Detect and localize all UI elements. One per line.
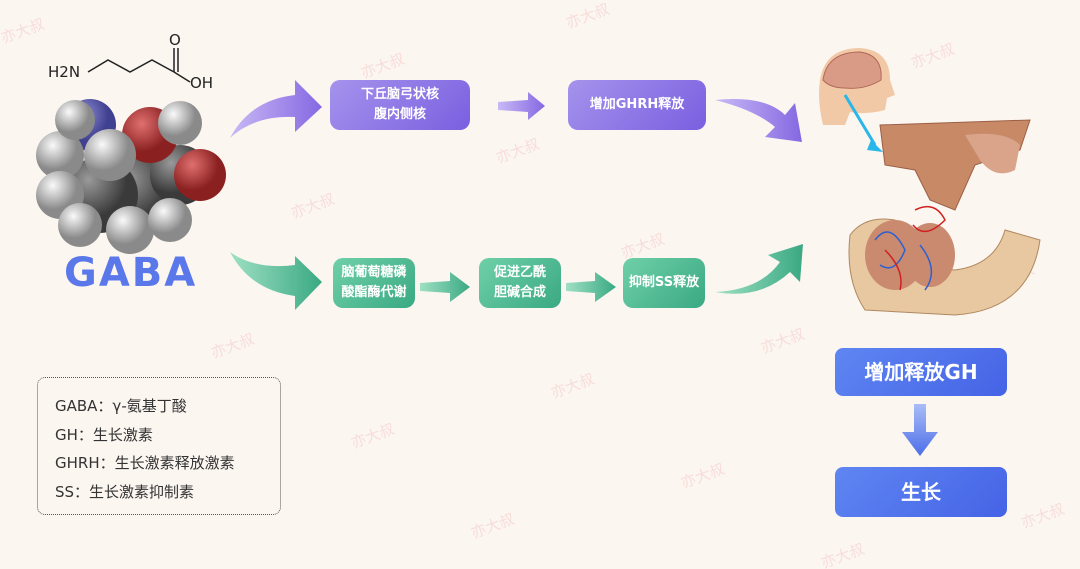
inhibit-ss-box: 抑制SS释放 [623, 258, 705, 308]
arrow-green-2 [566, 272, 616, 302]
acetylcholine-box: 促进乙酰 胆碱合成 [479, 258, 561, 308]
amine-group: H2N [48, 63, 80, 81]
molecule-model-icon [36, 99, 226, 254]
increase-ghrh-box: 增加GHRH释放 [568, 80, 706, 130]
curved-arrow-green-left [230, 252, 322, 310]
curved-arrow-purple-right [715, 99, 802, 142]
abbreviation-legend: GABA：γ-氨基丁酸 GH：生长激素 GHRH：生长激素释放激素 SS：生长激… [37, 377, 281, 515]
glucose-metabolism-box: 脑葡萄糖磷 酸酯酶代谢 [333, 258, 415, 308]
oxygen-label: O [169, 31, 181, 49]
pituitary-anatomy-illustration [819, 48, 1041, 316]
growth-box: 生长 [835, 467, 1007, 517]
legend-item: GABA：γ-氨基丁酸 [55, 397, 187, 415]
curved-arrow-purple-left [230, 80, 322, 138]
hypothalamus-nuclei-box: 下丘脑弓状核 腹内侧核 [330, 80, 470, 130]
arrow-purple-mid [498, 92, 545, 120]
arrow-green-1 [420, 272, 470, 302]
increase-gh-release-box: 增加释放GH [835, 348, 1007, 396]
legend-item: GHRH：生长激素释放激素 [55, 454, 235, 472]
gaba-title: GABA [64, 250, 198, 296]
legend-item: SS：生长激素抑制素 [55, 482, 195, 501]
legend-item: GH：生长激素 [55, 425, 153, 444]
hydroxyl-label: OH [190, 74, 213, 92]
arrow-down-blue [902, 404, 938, 456]
curved-arrow-green-right [715, 244, 803, 294]
structural-formula: H2N O OH [48, 31, 213, 92]
